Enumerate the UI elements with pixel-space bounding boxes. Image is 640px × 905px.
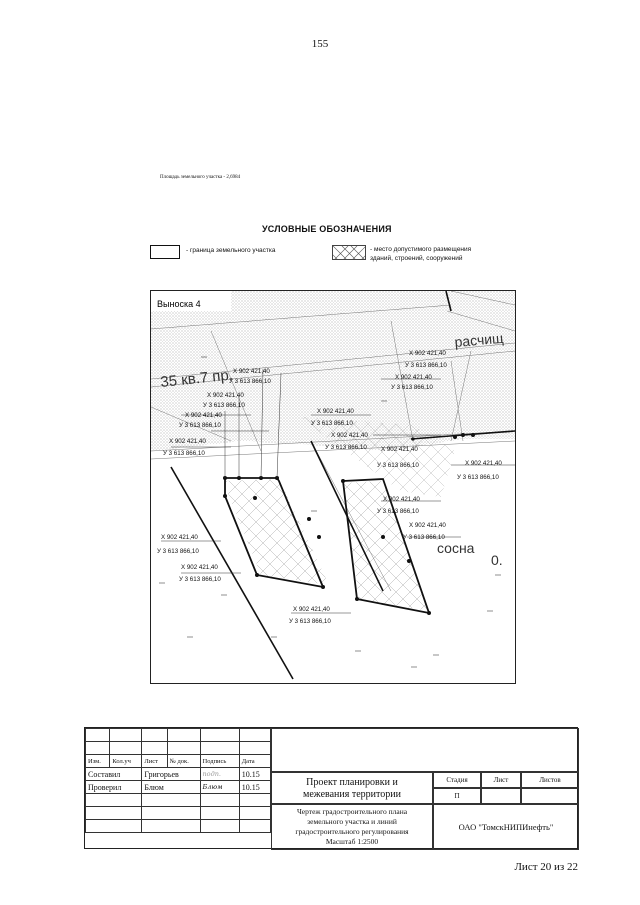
coord-y: У 3 613 866,10 [377, 508, 419, 515]
title-block: Изм. Кол.уч Лист № док. Подпись Дата Сос… [84, 727, 579, 850]
coord-x: X 902 421,40 [169, 438, 206, 445]
coord-x: X 902 421,40 [409, 522, 446, 529]
header-doc-num: № док. [166, 754, 201, 768]
callout-label: Выноска 4 [157, 299, 201, 309]
signature-compiled: подп. [199, 767, 240, 781]
coord-y: У 3 613 866,10 [163, 450, 205, 457]
coord-x: X 902 421,40 [185, 412, 222, 419]
legend-hatch-label-line1: - место допустимого размещения [370, 246, 472, 253]
drawing-title-line2: земельного участка и линий [307, 817, 397, 826]
stage-value: П [433, 788, 481, 804]
sheets-value [521, 788, 579, 804]
name-compiled: Григорьев [141, 767, 201, 781]
revision-table: Изм. Кол.уч Лист № док. Подпись Дата Сос… [84, 728, 272, 833]
site-plan-map: Выноска 4 35 кв.7 пр. расчищ сосна 0. X … [151, 291, 515, 680]
legend-boundary-swatch [150, 245, 180, 259]
stage-header: Стадия [433, 772, 481, 788]
sheet-value [481, 788, 521, 804]
header-date: Дата [238, 754, 272, 768]
coord-y: У 3 613 866,10 [405, 362, 447, 369]
coord-y: У 3 613 866,10 [179, 576, 221, 583]
legend-boundary-label: - граница земельного участка [186, 247, 276, 254]
sheet-header: Лист [481, 772, 521, 788]
coord-y: У 3 613 866,10 [457, 474, 499, 481]
drawing-title-line1: Чертеж градостроительного плана [296, 807, 408, 816]
map-callout-frame: Выноска 4 35 кв.7 пр. расчищ сосна 0. X … [150, 290, 516, 684]
project-title: Проект планировки и межевания территории [271, 772, 433, 804]
role-compiled: Составил [84, 767, 143, 781]
drawing-title: Чертеж градостроительного плана земельно… [271, 804, 433, 850]
coord-y: У 3 613 866,10 [157, 548, 199, 555]
clearing-label: расчищ [454, 330, 505, 350]
coord-y: У 3 613 866,10 [229, 378, 271, 385]
header-list: Лист [141, 754, 168, 768]
coord-y: У 3 613 866,10 [289, 618, 331, 625]
project-title-line1: Проект планировки и [306, 777, 398, 788]
coord-y: У 3 613 866,10 [391, 384, 433, 391]
species-value: 0. [491, 552, 503, 568]
sheets-header: Листов [521, 772, 579, 788]
coord-y: У 3 613 866,10 [311, 420, 353, 427]
coord-x: X 902 421,40 [381, 446, 418, 453]
area-note: Площадь земельного участка - 2,6984 [160, 175, 241, 180]
coord-x: X 902 421,40 [293, 606, 330, 613]
coord-y: У 3 613 866,10 [179, 422, 221, 429]
date-checked: 10.15 [238, 780, 272, 794]
coord-x: X 902 421,40 [395, 374, 432, 381]
page-number: 155 [311, 38, 329, 50]
signature-checked: Блюм [199, 780, 240, 794]
role-checked: Проверил [84, 780, 143, 794]
coord-y: У 3 613 866,10 [203, 402, 245, 409]
title-block-blank-area [271, 728, 579, 772]
sheet-footer: Лист 20 из 22 [514, 861, 578, 873]
coord-x: X 902 421,40 [181, 564, 218, 571]
header-kol-uch: Кол.уч [109, 754, 143, 768]
date-compiled: 10.15 [238, 767, 272, 781]
legend-hatch-label-line2: зданий, строений, сооружений [370, 255, 463, 262]
coord-x: X 902 421,40 [207, 392, 244, 399]
coord-x: X 902 421,40 [317, 408, 354, 415]
drawing-scale: Масштаб 1:2500 [325, 837, 379, 846]
species-label: сосна [437, 540, 475, 556]
coord-y: У 3 613 866,10 [325, 444, 367, 451]
coord-x: X 902 421,40 [233, 368, 270, 375]
coord-y: У 3 613 866,10 [403, 534, 445, 541]
legend-hatch-label: - место допустимого размещения зданий, с… [370, 245, 520, 263]
company-name: ОАО "ТомскНИПИнефть" [433, 804, 579, 850]
legend-title: УСЛОВНЫЕ ОБОЗНАЧЕНИЯ [262, 224, 392, 234]
name-checked: Блюм [141, 780, 201, 794]
coord-x: X 902 421,40 [161, 534, 198, 541]
coord-x: X 902 421,40 [465, 460, 502, 467]
hatch-pattern-icon [333, 246, 365, 259]
project-title-line2: межевания территории [303, 789, 401, 800]
coord-x: X 902 421,40 [409, 350, 446, 357]
coord-x: X 902 421,40 [383, 496, 420, 503]
coord-y: У 3 613 866,10 [377, 462, 419, 469]
drawing-title-line3: градостроительного регулирования [295, 827, 409, 836]
header-izm: Изм. [84, 754, 111, 768]
legend-hatch-swatch [332, 245, 366, 260]
header-signature: Подпись [199, 754, 240, 768]
coord-x: X 902 421,40 [331, 432, 368, 439]
